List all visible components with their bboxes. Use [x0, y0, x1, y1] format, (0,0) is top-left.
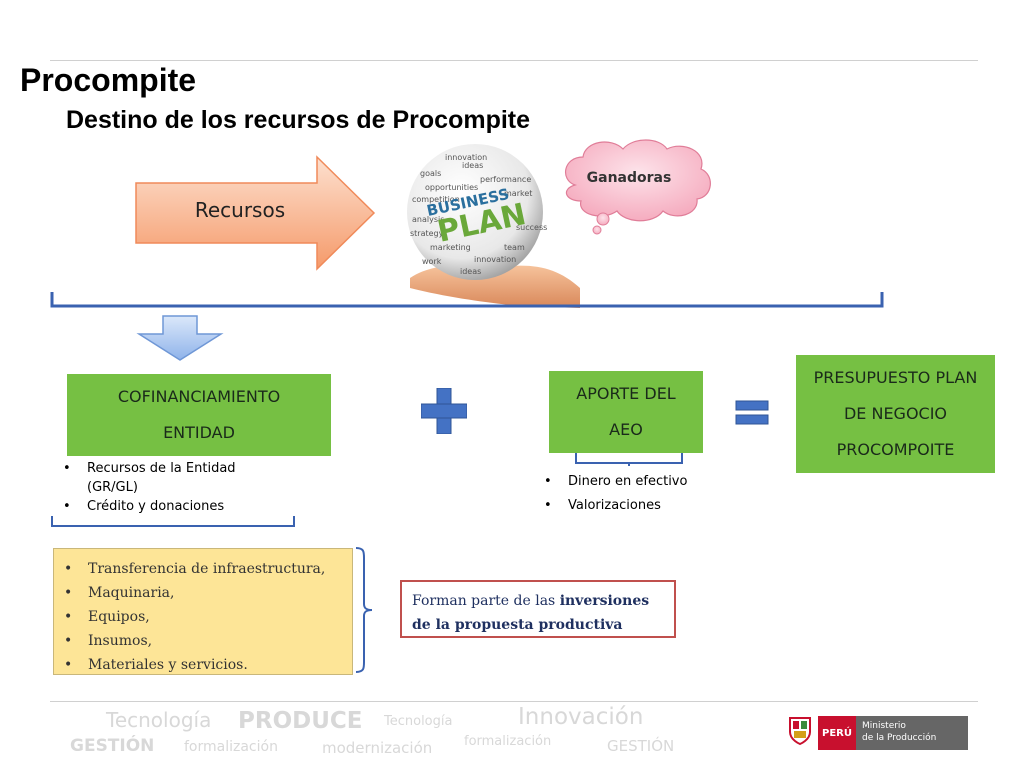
bullet-item: Valorizaciones [536, 494, 687, 518]
down-arrow [136, 315, 224, 361]
page-title: Procompite [20, 62, 197, 98]
globe-word: team [504, 243, 525, 252]
bullet-item: Crédito y donaciones [55, 497, 236, 516]
page-subtitle: Destino de los recursos de Procompite [66, 106, 531, 134]
globe-word: competition [412, 195, 460, 204]
cofinanciamiento-box: COFINANCIAMIENTO ENTIDAD [67, 374, 331, 456]
equals-icon [735, 400, 769, 425]
logo-ministry-line2: de la Producción [862, 733, 937, 743]
footer-word: GESTIÓN [70, 736, 155, 756]
business-plan-image: innovation goals ideas opportunities per… [407, 144, 580, 308]
globe-word: marketing [430, 243, 471, 252]
bullet-item: Dinero en efectivo [536, 470, 687, 494]
investments-brace [355, 547, 373, 673]
note-bold: inversiones [559, 593, 650, 609]
logo-ministry: Ministerio de la Producción [856, 716, 968, 750]
footer-word: Innovación [518, 704, 644, 730]
logo-ministry-line1: Ministerio [862, 721, 906, 731]
globe-word: strategy [410, 229, 444, 238]
globe-word: ideas [460, 267, 481, 276]
footer-word: PRODUCE [238, 708, 363, 734]
globe-word: goals [420, 169, 441, 178]
aporte-bullets: Dinero en efectivo Valorizaciones [536, 470, 687, 518]
footer-word: Tecnología [384, 714, 453, 729]
investments-note: Forman parte de las inversiones de la pr… [400, 580, 676, 638]
presupuesto-line3: PROCOMPOITE [836, 440, 955, 459]
globe-word: innovation [445, 153, 487, 162]
cofinanciamiento-line1: COFINANCIAMIENTO [117, 387, 281, 406]
ministry-logo: PERÚ Ministerio de la Producción [818, 716, 968, 750]
globe-word: opportunities [425, 183, 478, 192]
logo-country: PERÚ [818, 716, 856, 750]
globe-shape [407, 144, 543, 280]
footer-word: GESTIÓN [607, 737, 675, 755]
aporte-box: APORTE DEL AEO [549, 371, 703, 453]
investments-box: Transferencia de infraestructura, Maquin… [53, 548, 353, 677]
globe-word: market [504, 189, 532, 198]
cofinanciamiento-line2: ENTIDAD [163, 423, 235, 442]
plus-icon [421, 388, 467, 434]
ganadoras-cloud [565, 139, 711, 235]
footer-word: formalización [464, 734, 552, 749]
aporte-bracket [575, 453, 683, 466]
aporte-line1: APORTE DEL [576, 384, 676, 403]
recursos-arrow [135, 155, 376, 271]
aporte-line2: AEO [609, 420, 643, 439]
investment-item: Insumos, [54, 629, 352, 653]
recursos-label: Recursos [194, 198, 286, 222]
ganadoras-label: Ganadoras [586, 170, 672, 186]
globe-word: success [516, 223, 547, 232]
cofinanciamiento-bullets: Recursos de la Entidad(GR/GL) Crédito y … [55, 459, 236, 516]
top-bracket [50, 292, 884, 308]
investment-item: Transferencia de infraestructura, [54, 557, 352, 581]
peru-shield-icon [788, 716, 812, 746]
top-divider [50, 60, 978, 61]
investment-item: Materiales y servicios. [54, 653, 352, 677]
investment-item: Maquinaria, [54, 581, 352, 605]
presupuesto-box: PRESUPUESTO PLAN DE NEGOCIO PROCOMPOITE [796, 355, 995, 473]
cofinanciamiento-bracket [51, 516, 295, 527]
investments-list: Transferencia de infraestructura, Maquin… [54, 549, 352, 677]
bottom-divider [50, 701, 978, 702]
presupuesto-line1: PRESUPUESTO PLAN [813, 368, 978, 387]
globe-word: innovation [474, 255, 516, 264]
investment-item: Equipos, [54, 605, 352, 629]
note-text: Forman parte de las [412, 593, 560, 609]
globe-word: analysis [412, 215, 444, 224]
footer-word: Tecnología [106, 708, 212, 732]
globe-word: ideas [462, 161, 483, 170]
footer-word: modernización [322, 739, 433, 757]
presupuesto-line2: DE NEGOCIO [843, 404, 948, 423]
note-bold: de la propuesta productiva [412, 617, 623, 633]
globe-word: performance [480, 175, 531, 184]
footer-word: formalización [184, 739, 278, 755]
globe-word: work [422, 257, 442, 266]
bullet-item: Recursos de la Entidad(GR/GL) [55, 459, 236, 497]
